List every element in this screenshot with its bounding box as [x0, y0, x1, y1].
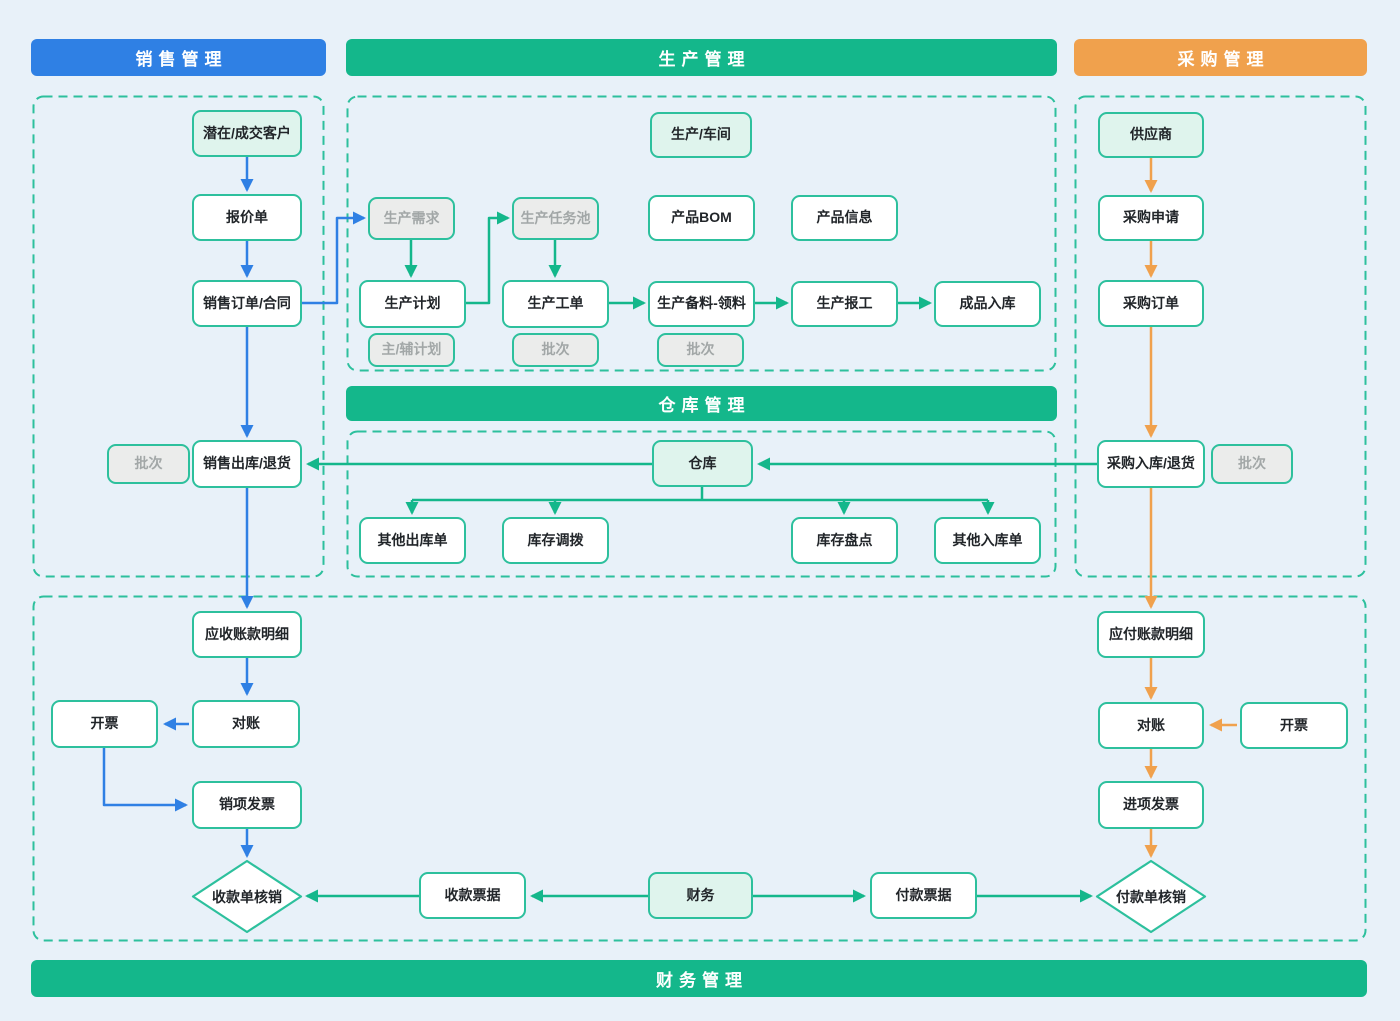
arrow-invoice-issue-to-sales-invoice [102, 746, 188, 812]
node-other-inbound: 其他入库单 [934, 517, 1041, 564]
production-management-header: 生产管理 [346, 39, 1057, 76]
node-finance-hub: 财务 [648, 872, 753, 919]
node-prod-plan: 生产计划 [359, 280, 466, 328]
purchase-management-header: 采购管理 [1074, 39, 1367, 76]
node-purchase-order: 采购订单 [1098, 280, 1204, 327]
node-quotation: 报价单 [192, 194, 302, 241]
finance-section-frame [32, 595, 1367, 942]
node-purchase-invoice: 进项发票 [1098, 781, 1204, 829]
section-frames [32, 95, 1367, 942]
node-ar-reconcile: 对账 [192, 700, 300, 748]
node-sales-order: 销售订单/合同 [192, 280, 302, 327]
node-sales-invoice: 销项发票 [192, 781, 302, 829]
production-flow-arrows [404, 211, 932, 310]
warehouse-management-header: 仓库管理 [346, 386, 1057, 421]
node-sales-batch: 批次 [107, 444, 190, 484]
node-prod-order: 生产工单 [502, 280, 609, 328]
diamond-label: 收款单核销 [212, 888, 282, 905]
node-supplier: 供应商 [1098, 112, 1204, 158]
node-receipt-note: 收款票据 [419, 872, 526, 919]
node-prod-report: 生产报工 [791, 281, 898, 327]
sales-management-header: 销售管理 [31, 39, 326, 76]
production-section-frame [346, 95, 1057, 372]
sales-flow-arrows [102, 157, 366, 858]
node-payment-writeoff: 付款单核销 [1095, 859, 1207, 934]
node-prod-task-pool: 生产任务池 [512, 197, 599, 240]
node-warehouse: 仓库 [652, 440, 753, 487]
node-finished-inbound: 成品入库 [934, 281, 1041, 327]
node-other-outbound: 其他出库单 [359, 517, 466, 564]
purchase-section-frame [1074, 95, 1367, 578]
arrow-sales-order-to-prod-demand [302, 211, 366, 305]
node-receipt-writeoff: 收款单核销 [191, 859, 303, 934]
node-customer: 潜在/成交客户 [192, 110, 302, 157]
node-payment-note: 付款票据 [870, 872, 977, 919]
node-stock-transfer: 库存调拨 [502, 517, 609, 564]
node-workshop: 生产/车间 [650, 112, 752, 158]
node-sales-outbound: 销售出库/退货 [192, 440, 302, 488]
node-purchase-inbound: 采购入库/退货 [1097, 440, 1205, 488]
diamond-shape [1095, 859, 1207, 934]
node-ap-detail: 应付账款明细 [1097, 611, 1205, 658]
node-product-info: 产品信息 [791, 195, 898, 241]
sales-section-frame [32, 95, 325, 578]
purchase-flow-arrows [1144, 158, 1237, 858]
node-order-batch: 批次 [512, 333, 599, 367]
node-prod-material: 生产备料-领料 [648, 281, 755, 327]
node-prod-demand: 生产需求 [368, 197, 455, 240]
node-purchase-batch: 批次 [1211, 444, 1293, 484]
node-stock-check: 库存盘点 [791, 517, 898, 564]
node-purchase-request: 采购申请 [1098, 195, 1204, 241]
warehouse-flow-arrows [306, 457, 1097, 515]
node-product-bom: 产品BOM [648, 195, 755, 241]
node-ar-invoice-issue: 开票 [51, 700, 158, 748]
diamond-shape [191, 859, 303, 934]
node-ar-detail: 应收账款明细 [192, 611, 302, 658]
node-ap-invoice-issue: 开票 [1240, 702, 1348, 749]
node-material-batch: 批次 [657, 333, 744, 367]
finance-management-header: 财务管理 [31, 960, 1367, 997]
node-ap-reconcile: 对账 [1098, 702, 1204, 749]
diamond-label: 付款单核销 [1116, 888, 1186, 905]
warehouse-section-frame [346, 430, 1057, 578]
node-plan-sub: 主/辅计划 [368, 333, 455, 367]
arrow-plan-to-task-pool [466, 211, 510, 305]
